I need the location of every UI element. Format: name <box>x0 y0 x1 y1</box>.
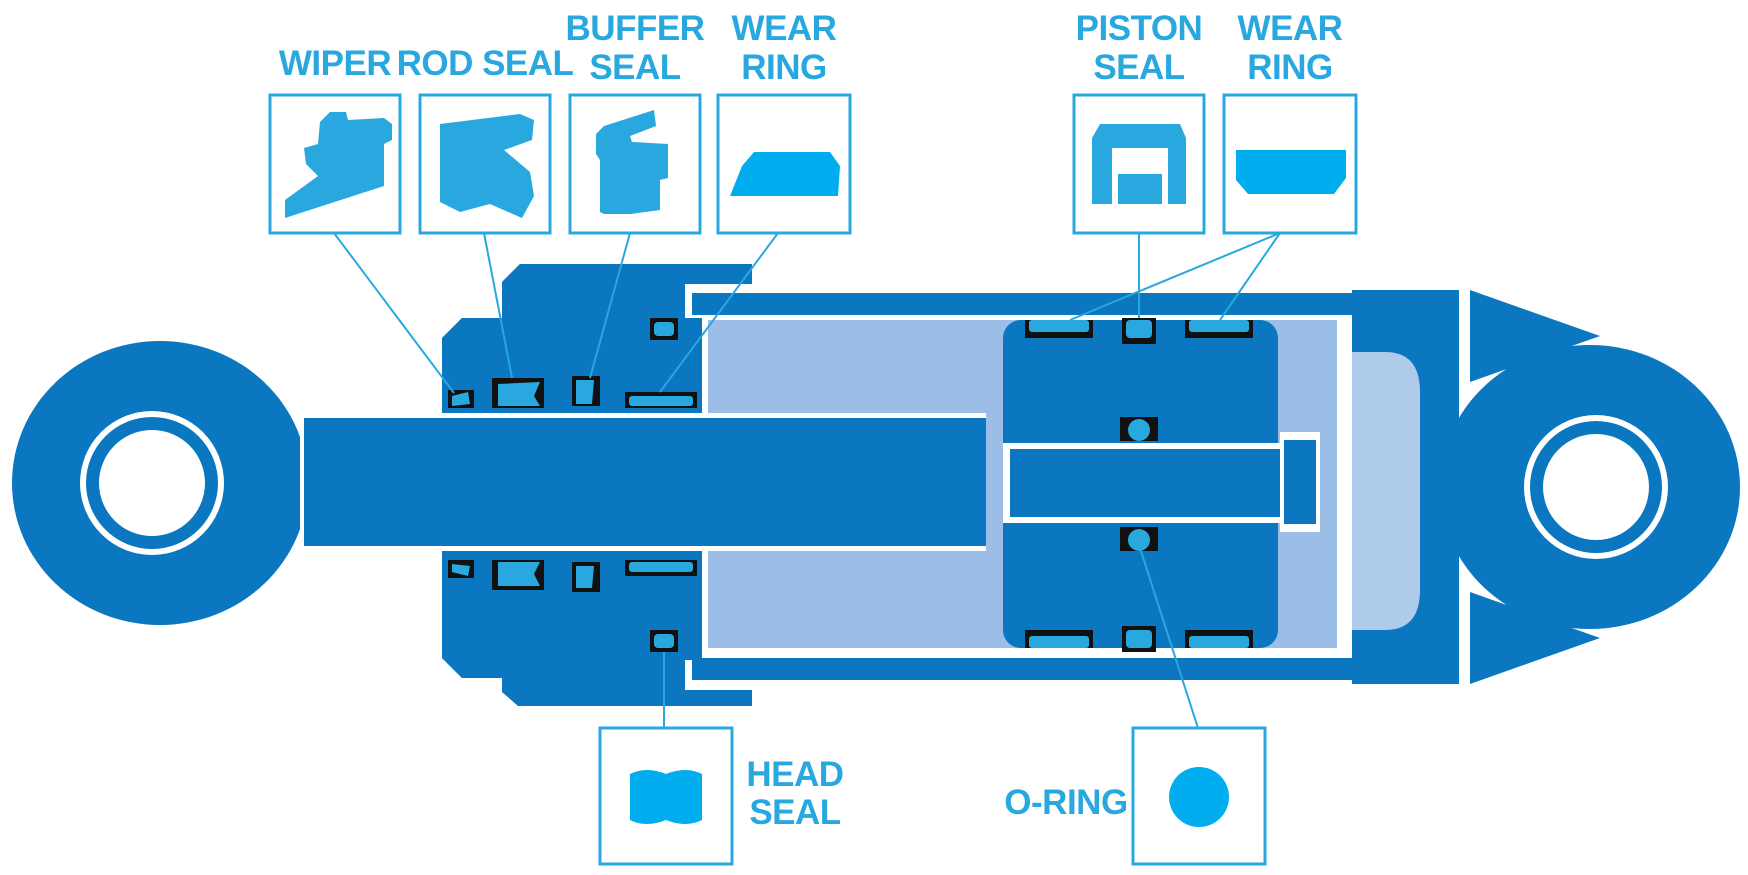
callout-rod-seal <box>418 93 552 235</box>
callout-piston-seal <box>1072 93 1206 235</box>
cushion-plug <box>1352 352 1420 630</box>
label-wiper: WIPER <box>279 44 391 83</box>
piston-seal-icon <box>1092 124 1186 204</box>
label-rod-seal: ROD SEAL <box>397 44 574 83</box>
rod-eye <box>12 341 308 625</box>
barrel-wall-bottom <box>692 658 1375 680</box>
rear-eye <box>1440 345 1740 629</box>
leader-lines <box>333 232 1281 729</box>
callout-wear-ring-right <box>1222 93 1358 235</box>
piston-rod-fill <box>304 418 986 546</box>
label-piston-seal-line2: SEAL <box>1093 48 1184 87</box>
wiper-icon <box>285 112 392 218</box>
wear-ring-icon <box>730 152 840 196</box>
piston-nut-fill <box>1284 440 1316 524</box>
label-head-seal-line1: HEAD <box>746 755 843 794</box>
barrel-wall-top <box>692 293 1375 315</box>
label-buffer-seal-line2: SEAL <box>589 48 680 87</box>
rod-tenon-fill <box>1010 449 1280 517</box>
label-wear-ring-left-line2: RING <box>741 48 827 87</box>
wear-ring-icon <box>1236 150 1346 194</box>
buffer-seal-icon <box>596 110 668 214</box>
head-seal-icon <box>630 770 702 824</box>
label-o-ring: O-RING <box>1004 783 1127 822</box>
label-wear-ring-left-line1: WEAR <box>732 9 837 48</box>
callout-buffer-seal <box>568 93 702 235</box>
label-wear-ring-right-line1: WEAR <box>1238 9 1343 48</box>
callout-wiper <box>268 93 402 235</box>
rear-clevis-lower <box>1470 592 1600 684</box>
piston-seals <box>1025 318 1253 652</box>
gland-seals-top <box>448 318 697 408</box>
rod-seal-icon <box>440 114 534 218</box>
rear-clevis <box>1470 290 1600 382</box>
gland-seals-bottom <box>448 560 697 652</box>
label-head-seal-line2: SEAL <box>749 793 840 832</box>
cylinder-assembly <box>12 264 1740 706</box>
callout-head-seal <box>598 726 734 866</box>
labels: WIPER ROD SEAL BUFFER SEAL WEAR RING PIS… <box>279 9 1343 832</box>
label-buffer-seal-line1: BUFFER <box>566 9 705 48</box>
callout-o-ring <box>1131 726 1267 866</box>
callout-wear-ring-left <box>716 93 852 235</box>
o-ring-icon <box>1169 767 1229 827</box>
label-piston-seal-line1: PISTON <box>1076 9 1203 48</box>
label-wear-ring-right-line2: RING <box>1247 48 1333 87</box>
